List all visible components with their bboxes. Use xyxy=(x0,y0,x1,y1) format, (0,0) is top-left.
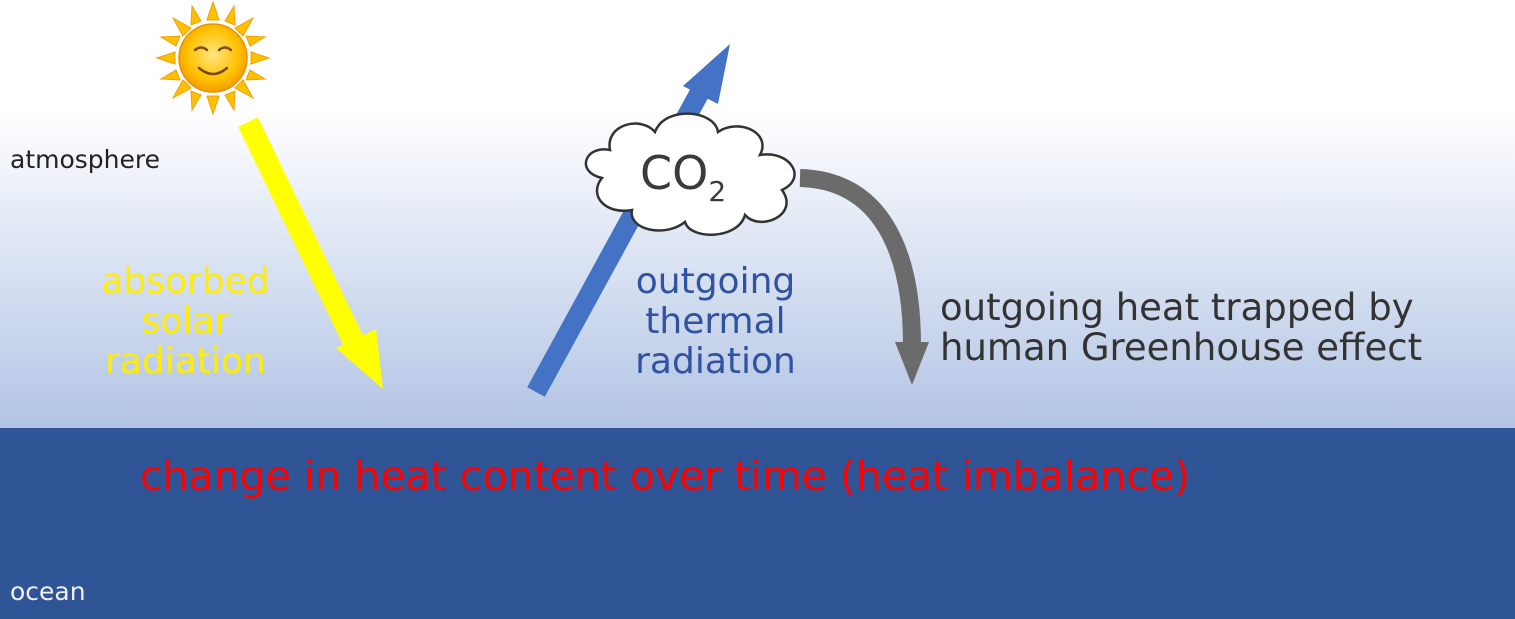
outgoing-thermal-radiation-label: outgoing thermal radiation xyxy=(608,262,823,382)
trapped-label-line-1: outgoing heat trapped by xyxy=(940,286,1414,329)
smiling-sun-icon xyxy=(155,0,271,116)
solar-radiation-arrow xyxy=(238,117,383,389)
absorbed-solar-radiation-label: absorbed solar radiation xyxy=(78,262,293,382)
atmosphere-label: atmosphere xyxy=(10,145,160,174)
solar-label-line-1: absorbed xyxy=(101,261,270,302)
ocean-region xyxy=(0,428,1515,619)
trapped-label-line-2: human Greenhouse effect xyxy=(940,326,1423,369)
thermal-label-line-2: thermal xyxy=(645,301,786,342)
trapped-heat-label: outgoing heat trapped by human Greenhous… xyxy=(940,288,1422,368)
co2-label: CO2 xyxy=(640,146,727,208)
ocean-label: ocean xyxy=(10,577,86,606)
trapped-heat-arrow xyxy=(799,169,929,385)
thermal-label-line-1: outgoing xyxy=(635,261,796,302)
heat-imbalance-label: change in heat content over time (heat i… xyxy=(140,452,1191,500)
cloud-icon xyxy=(584,112,796,236)
solar-label-line-3: radiation xyxy=(105,341,266,382)
co2-main-text: CO xyxy=(640,146,709,200)
thermal-label-line-3: radiation xyxy=(635,341,796,382)
solar-label-line-2: solar xyxy=(141,301,230,342)
co2-subscript: 2 xyxy=(708,175,727,208)
